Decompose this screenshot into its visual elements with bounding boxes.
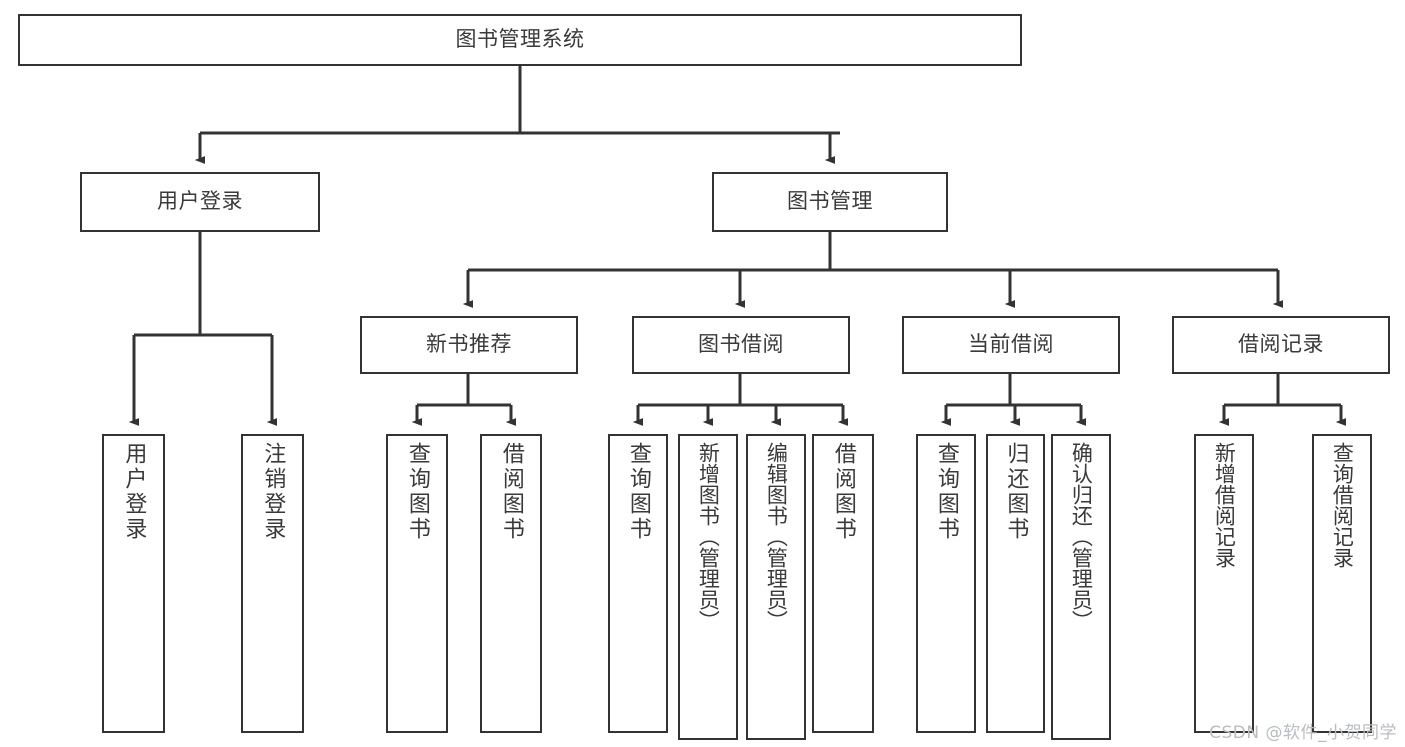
leaf-add-record[interactable]: 新增借阅记录 [1194, 434, 1254, 733]
node-user-login[interactable]: 用户登录 [80, 172, 320, 232]
node-user-login-label: 用户登录 [157, 189, 243, 214]
node-new-book-recommend[interactable]: 新书推荐 [360, 316, 578, 374]
leaf-borrow-book-2[interactable]: 借阅图书 [812, 434, 874, 733]
leaf-query-book-3[interactable]: 查询图书 [916, 434, 976, 733]
leaf-confirm-return-label: 确认归还（管理员） [1069, 442, 1094, 631]
leaf-query-book-2[interactable]: 查询图书 [608, 434, 668, 733]
watermark: CSDN @软件_小贺同学 [1209, 723, 1397, 743]
leaf-query-record[interactable]: 查询借阅记录 [1312, 434, 1372, 733]
leaf-return-book-label: 归还图书 [1003, 442, 1029, 542]
leaf-user-login[interactable]: 用户登录 [102, 434, 165, 733]
leaf-add-record-label: 新增借阅记录 [1212, 442, 1237, 568]
node-root-label: 图书管理系统 [455, 27, 585, 52]
leaf-query-book-1[interactable]: 查询图书 [386, 434, 448, 733]
leaf-edit-book-label: 编辑图书（管理员） [764, 442, 789, 631]
leaf-borrow-book-2-label: 借阅图书 [830, 442, 856, 542]
node-current-borrow[interactable]: 当前借阅 [902, 316, 1120, 374]
node-root[interactable]: 图书管理系统 [18, 14, 1022, 66]
node-book-management[interactable]: 图书管理 [712, 172, 948, 232]
node-borrow-record-label: 借阅记录 [1238, 332, 1324, 357]
leaf-add-book-label: 新增图书（管理员） [696, 442, 721, 631]
leaf-query-book-2-label: 查询图书 [625, 442, 651, 542]
node-new-book-recommend-label: 新书推荐 [426, 332, 512, 357]
leaf-return-book[interactable]: 归还图书 [986, 434, 1045, 733]
leaf-query-record-label: 查询借阅记录 [1330, 442, 1355, 568]
leaf-edit-book[interactable]: 编辑图书（管理员） [746, 434, 806, 740]
node-book-borrow-label: 图书借阅 [698, 332, 784, 357]
leaf-add-book[interactable]: 新增图书（管理员） [678, 434, 738, 740]
node-current-borrow-label: 当前借阅 [968, 332, 1054, 357]
leaf-logout-label: 注销登录 [260, 442, 286, 542]
node-borrow-record[interactable]: 借阅记录 [1172, 316, 1390, 374]
leaf-confirm-return[interactable]: 确认归还（管理员） [1051, 434, 1111, 740]
leaf-query-book-3-label: 查询图书 [933, 442, 959, 542]
leaf-query-book-1-label: 查询图书 [404, 442, 430, 542]
leaf-borrow-book-1-label: 借阅图书 [498, 442, 524, 542]
node-book-management-label: 图书管理 [787, 189, 873, 214]
node-book-borrow[interactable]: 图书借阅 [632, 316, 850, 374]
leaf-logout[interactable]: 注销登录 [241, 434, 304, 733]
leaf-borrow-book-1[interactable]: 借阅图书 [480, 434, 542, 733]
leaf-user-login-label: 用户登录 [121, 442, 147, 542]
